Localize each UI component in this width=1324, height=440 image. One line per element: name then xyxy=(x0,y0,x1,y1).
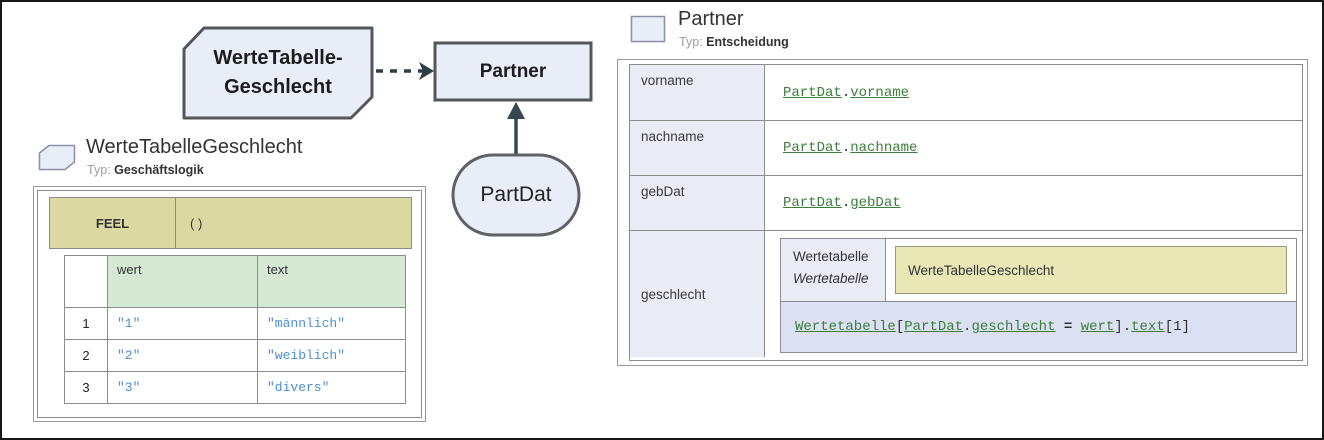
context-row-geschlecht: geschlecht Wertetabelle Wertetabelle Wer… xyxy=(630,231,1302,357)
code-operator: . xyxy=(1122,319,1132,335)
input-data-shape-label[interactable]: PartDat xyxy=(480,183,552,206)
invocation-header: Wertetabelle Wertetabelle WerteTabelleGe… xyxy=(781,239,1296,302)
corner-cell xyxy=(64,255,108,308)
decision-type-icon xyxy=(630,15,666,43)
entry-label[interactable]: gebDat xyxy=(630,176,765,230)
code-operator: [1] xyxy=(1164,319,1190,335)
variable-type: Wertetabelle xyxy=(793,270,869,286)
entry-expression[interactable]: PartDat.nachname xyxy=(765,121,1302,175)
input-data-shape[interactable] xyxy=(451,153,581,237)
bkm-shape[interactable] xyxy=(182,26,374,120)
code-identifier: PartDat xyxy=(783,84,842,101)
invocation-target[interactable]: WerteTabelleGeschlecht xyxy=(895,246,1287,294)
knowledge-requirement-arrowhead xyxy=(419,62,434,80)
code-operator: = xyxy=(1055,319,1081,335)
code-operator: . xyxy=(841,140,851,156)
function-language-cell[interactable]: FEEL xyxy=(50,198,176,248)
type-value: Entscheidung xyxy=(706,35,789,49)
code-operator: ] xyxy=(1114,319,1123,335)
code-identifier: nachname xyxy=(850,140,918,156)
code-operator: [ xyxy=(895,319,905,335)
cell-text[interactable]: "weiblich" xyxy=(257,339,406,372)
entry-label[interactable]: vorname xyxy=(630,65,765,120)
decision-shape-label[interactable]: Partner xyxy=(479,60,547,82)
cell-wert[interactable]: "1" xyxy=(107,307,258,340)
nested-invocation-box: Wertetabelle Wertetabelle WerteTabelleGe… xyxy=(780,238,1297,353)
right-expression-container: vorname PartDat.vorname nachname PartDat… xyxy=(617,59,1308,366)
type-label: Typ: xyxy=(87,163,111,177)
left-panel-type: Typ: Geschäftslogik xyxy=(87,163,204,177)
bkm-type-icon xyxy=(38,144,76,171)
context-row-nachname: nachname PartDat.nachname xyxy=(630,121,1302,176)
left-panel-title: WerteTabelleGeschlecht xyxy=(86,136,303,158)
table-row: 1 "1" "männlich" xyxy=(64,307,406,340)
decision-shape[interactable] xyxy=(433,41,593,102)
result-expression[interactable]: Wertetabelle[PartDat.geschlecht = wert].… xyxy=(781,302,1296,352)
type-value: Geschäftslogik xyxy=(114,163,204,177)
entry-label[interactable]: geschlecht xyxy=(630,231,765,357)
information-requirement-arrowhead xyxy=(507,102,525,119)
cell-text[interactable]: "männlich" xyxy=(257,307,406,340)
right-panel-title: Partner xyxy=(678,8,744,30)
cell-wert[interactable]: "2" xyxy=(107,339,258,372)
function-header-row: FEEL ( ) xyxy=(49,197,412,249)
code-identifier: gebDat xyxy=(850,195,901,211)
drd-diagram xyxy=(182,26,593,237)
code-identifier: Wertetabelle xyxy=(795,319,896,335)
code-identifier: geschlecht xyxy=(971,319,1056,335)
left-expression-inner: FEEL ( ) wert text 1 "1" "männlich" 2 "2… xyxy=(37,190,422,418)
right-panel-type: Typ: Entscheidung xyxy=(679,35,789,49)
cell-text[interactable]: "divers" xyxy=(257,371,406,404)
column-header-wert[interactable]: wert xyxy=(107,255,258,308)
code-identifier: PartDat xyxy=(783,195,842,211)
column-header-text[interactable]: text xyxy=(257,255,406,308)
decision-table: wert text 1 "1" "männlich" 2 "2" "weibli… xyxy=(64,255,406,404)
table-row: 2 "2" "weiblich" xyxy=(64,339,406,372)
function-parameters-cell[interactable]: ( ) xyxy=(190,215,203,231)
context-table: vorname PartDat.vorname nachname PartDat… xyxy=(629,64,1303,361)
entry-expression-complex: Wertetabelle Wertetabelle WerteTabelleGe… xyxy=(765,231,1302,357)
context-row-gebdat: gebDat PartDat.gebDat xyxy=(630,176,1302,231)
cell-wert[interactable]: "3" xyxy=(107,371,258,404)
invocation-target-wrap: WerteTabelleGeschlecht xyxy=(886,239,1296,301)
code-operator: . xyxy=(841,195,851,211)
code-operator: . xyxy=(963,319,972,335)
row-number: 2 xyxy=(64,339,108,372)
entry-label[interactable]: nachname xyxy=(630,121,765,175)
variable-name: Wertetabelle xyxy=(793,249,869,264)
row-number: 3 xyxy=(64,371,108,404)
code-identifier: text xyxy=(1131,319,1165,335)
code-identifier: PartDat xyxy=(904,319,964,335)
left-expression-container: FEEL ( ) wert text 1 "1" "männlich" 2 "2… xyxy=(33,186,426,422)
code-identifier: vorname xyxy=(850,84,910,101)
table-row: 3 "3" "divers" xyxy=(64,371,406,404)
type-label: Typ: xyxy=(679,35,703,49)
row-number: 1 xyxy=(64,307,108,340)
context-row-vorname: vorname PartDat.vorname xyxy=(630,65,1302,121)
entry-expression[interactable]: PartDat.gebDat xyxy=(765,176,1302,230)
variable-cell[interactable]: Wertetabelle Wertetabelle xyxy=(781,239,886,301)
code-identifier: wert xyxy=(1080,319,1115,335)
bkm-shape-label[interactable]: WerteTabelle- Geschlecht xyxy=(213,47,343,98)
code-operator: . xyxy=(841,84,851,101)
code-identifier: PartDat xyxy=(783,140,842,156)
entry-expression[interactable]: PartDat.vorname xyxy=(765,65,1302,120)
decision-table-header-row: wert text xyxy=(64,255,406,308)
